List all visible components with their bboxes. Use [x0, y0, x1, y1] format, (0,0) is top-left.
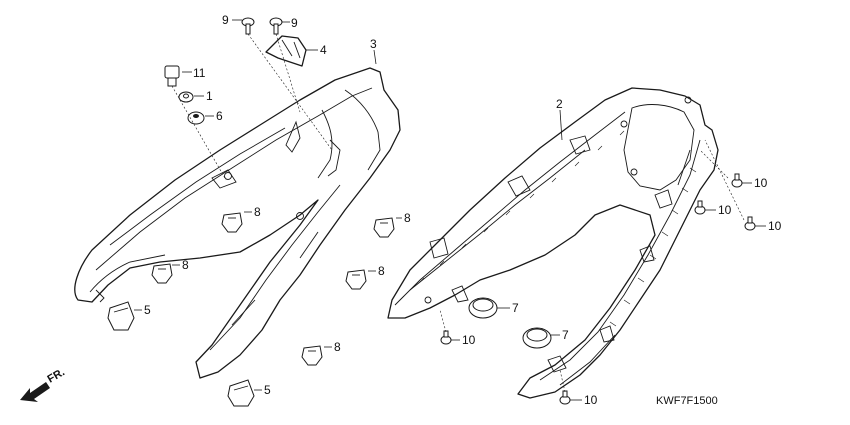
cover-4 [265, 35, 307, 67]
callout-10e: 10 [768, 219, 782, 233]
screw-10c [731, 173, 743, 188]
screw-10b [559, 390, 571, 405]
screw-10e [744, 216, 756, 231]
clip-5a [107, 301, 135, 331]
callout-3: 3 [370, 37, 377, 51]
callout-8d: 8 [378, 264, 385, 278]
callout-1: 1 [206, 89, 213, 103]
callout-4: 4 [320, 43, 327, 57]
callout-8c: 8 [404, 211, 411, 225]
screw-9a [241, 17, 255, 35]
callout-7b: 7 [562, 328, 569, 342]
clip-5b [227, 379, 255, 407]
callout-8a: 8 [254, 205, 261, 219]
rear-cowl-right [387, 87, 719, 399]
callout-2: 2 [556, 97, 563, 111]
callout-5a: 5 [144, 303, 151, 317]
callout-8e: 8 [334, 340, 341, 354]
callout-11: 11 [193, 66, 206, 80]
callout-7a: 7 [512, 301, 519, 315]
clip-8d [345, 269, 367, 290]
clip-8e [301, 345, 323, 366]
callout-10d: 10 [718, 203, 732, 217]
bolt-11 [164, 65, 180, 87]
clip-8b [151, 263, 173, 284]
callout-9b: 9 [291, 16, 298, 30]
clip-8a [221, 212, 243, 233]
callout-10a: 10 [462, 333, 476, 347]
diagram-code: KWF7F1500 [656, 395, 718, 407]
washer-1 [178, 91, 194, 103]
front-direction-label: FR. [46, 366, 67, 385]
clip-8c [373, 217, 395, 238]
callout-9a: 9 [222, 13, 229, 27]
front-direction-arrow: FR. [20, 366, 67, 402]
callout-10b: 10 [584, 393, 598, 407]
callout-6: 6 [216, 109, 223, 123]
screw-10d [694, 200, 706, 215]
screw-10a [440, 330, 452, 345]
callout-8b: 8 [182, 258, 189, 272]
callout-5b: 5 [264, 383, 271, 397]
grommet-7a [468, 297, 498, 319]
callout-labels: 11 1 6 9 9 4 3 2 8 8 8 8 8 5 5 7 7 10 10… [144, 13, 782, 407]
screw-9b [269, 17, 283, 35]
grommet-7b [522, 327, 552, 349]
leader-lines [134, 19, 766, 401]
callout-10c: 10 [754, 176, 768, 190]
